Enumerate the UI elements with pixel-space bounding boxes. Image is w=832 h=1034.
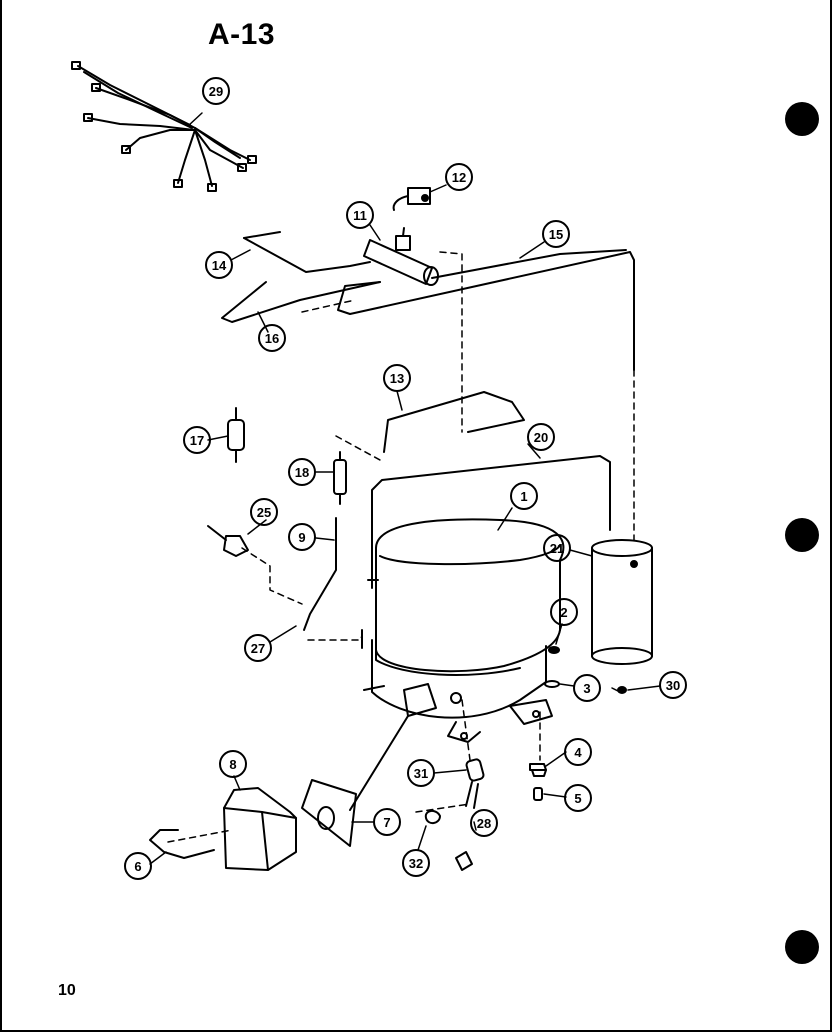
part-28-cap [455, 851, 473, 871]
callout-12: 12 [445, 163, 473, 191]
callout-25: 25 [250, 498, 278, 526]
callout-29: 29 [202, 77, 230, 105]
callout-label: 1 [520, 489, 527, 504]
part-14-tube [243, 231, 371, 273]
callout-label: 25 [257, 505, 271, 520]
callout-31: 31 [407, 759, 435, 787]
callout-2: 2 [550, 598, 578, 626]
callout-label: 2 [560, 605, 567, 620]
callout-18: 18 [288, 458, 316, 486]
dashed-connectors [167, 251, 635, 843]
part-29-wire-harness [71, 61, 257, 192]
page-title: A-13 [208, 18, 276, 51]
callout-8: 8 [219, 750, 247, 778]
part-7-gasket [301, 715, 409, 847]
callout-27: 27 [244, 634, 272, 662]
callout-30: 30 [659, 671, 687, 699]
callout-28: 28 [470, 809, 498, 837]
part-20-tube [367, 455, 611, 589]
callout-32: 32 [402, 849, 430, 877]
callout-4: 4 [564, 738, 592, 766]
part-16-tube [221, 281, 381, 323]
part-9-tube [303, 517, 337, 631]
part-21-accumulator [591, 539, 653, 665]
callout-20: 20 [527, 423, 555, 451]
leader-lines [149, 112, 661, 865]
callout-label: 29 [209, 84, 223, 99]
callout-label: 11 [353, 208, 367, 223]
callout-13: 13 [383, 364, 411, 392]
callout-label: 30 [666, 678, 680, 693]
callout-14: 14 [205, 251, 233, 279]
callout-label: 21 [550, 541, 564, 556]
parts-hardware [529, 646, 627, 801]
callout-label: 3 [583, 681, 590, 696]
callout-label: 16 [265, 331, 279, 346]
page-number: 10 [58, 982, 76, 999]
callout-label: 12 [452, 170, 466, 185]
callout-label: 18 [295, 465, 309, 480]
callout-label: 13 [390, 371, 404, 386]
callout-label: 7 [383, 815, 390, 830]
callout-label: 14 [212, 258, 227, 273]
callout-17: 17 [183, 426, 211, 454]
callout-6: 6 [124, 852, 152, 880]
callout-16: 16 [258, 324, 286, 352]
callout-11: 11 [346, 201, 374, 229]
binder-hole-top [785, 102, 819, 136]
callout-5: 5 [564, 784, 592, 812]
part-6-clip [149, 829, 215, 859]
callout-label: 31 [414, 766, 428, 781]
part-1-compressor [361, 518, 565, 743]
callout-label: 5 [574, 791, 581, 806]
callout-label: 28 [477, 816, 491, 831]
callout-3: 3 [573, 674, 601, 702]
callout-label: 20 [534, 430, 548, 445]
callout-label: 17 [190, 433, 204, 448]
part-13-tube [383, 391, 525, 453]
callout-label: 27 [251, 641, 265, 656]
part-31-overload [465, 758, 485, 809]
callout-label: 15 [549, 227, 563, 242]
callout-15: 15 [542, 220, 570, 248]
callout-label: 6 [134, 859, 141, 874]
callout-9: 9 [288, 523, 316, 551]
part-11-valve [363, 227, 439, 286]
part-8-terminal-cover [223, 787, 297, 871]
part-15-line [337, 249, 635, 371]
part-18-fitting [333, 451, 347, 505]
callout-7: 7 [373, 808, 401, 836]
binder-hole-middle [785, 518, 819, 552]
binder-hole-bottom [785, 930, 819, 964]
callout-1: 1 [510, 482, 538, 510]
callout-label: 8 [229, 757, 236, 772]
part-17-drier [227, 407, 245, 463]
callout-21: 21 [543, 534, 571, 562]
part-32-nut [424, 810, 441, 824]
callout-label: 4 [574, 745, 582, 760]
part-25-clip [207, 525, 249, 557]
callout-label: 32 [409, 856, 423, 871]
callout-label: 9 [298, 530, 305, 545]
part-12-sensor [392, 187, 431, 211]
